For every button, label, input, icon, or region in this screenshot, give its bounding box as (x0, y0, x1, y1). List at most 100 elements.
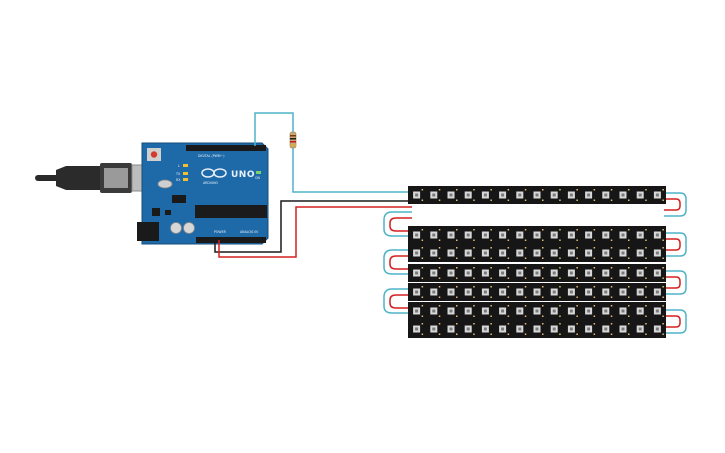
led-die (483, 327, 487, 331)
power-label: POWER (214, 230, 227, 234)
solder-pad (421, 257, 424, 259)
solder-pad (473, 323, 475, 325)
led-strip[interactable] (408, 302, 666, 320)
resistor[interactable] (289, 131, 297, 149)
solder-pad (438, 333, 441, 335)
solder-pad (645, 239, 647, 241)
loop-right-2-data[interactable] (664, 232, 687, 257)
loop-left-2-data[interactable] (383, 249, 412, 275)
loop-left-1-data[interactable] (383, 211, 412, 237)
solder-pad (507, 199, 510, 201)
loop-left-3-data[interactable] (383, 288, 412, 314)
led-die (552, 309, 556, 313)
led-die (604, 271, 608, 275)
solder-pad (490, 286, 492, 288)
solder-pad (576, 257, 578, 259)
solder-pad (473, 296, 475, 298)
loop-right-3-power[interactable] (664, 276, 681, 289)
data-wire-lower[interactable] (292, 148, 412, 193)
solder-pad (610, 286, 613, 288)
solder-pad (473, 277, 475, 279)
solder-pad (473, 247, 475, 249)
led-die (432, 290, 436, 294)
led-die (535, 251, 539, 255)
led-strip[interactable] (408, 320, 666, 338)
loop-left-1-power[interactable] (389, 217, 412, 232)
led-die (587, 309, 591, 313)
led-die (552, 233, 556, 237)
solder-pad (662, 305, 664, 307)
solder-pad (456, 189, 458, 191)
led-die (535, 309, 539, 313)
loop-right-4-data[interactable] (664, 309, 687, 334)
solder-pad (524, 296, 527, 298)
led-die (587, 290, 591, 294)
solder-pad (524, 315, 527, 317)
solder-pad (507, 315, 510, 317)
led-die (518, 233, 522, 237)
led-die (501, 233, 505, 237)
led-die (518, 271, 522, 275)
solder-pad (610, 277, 613, 279)
atmega-chip (195, 205, 267, 218)
solder-pad (490, 277, 492, 279)
digital-header[interactable] (186, 145, 266, 151)
led-strip[interactable] (408, 264, 666, 282)
solder-pad (559, 189, 561, 191)
led-die (569, 327, 573, 331)
led-die (415, 271, 419, 275)
infinity-logo-right (213, 168, 227, 178)
loop-left-3-power[interactable] (389, 294, 412, 309)
solder-pad (438, 296, 441, 298)
dc-jack-icon[interactable] (137, 222, 159, 241)
loop-left-2-power[interactable] (389, 255, 412, 270)
solder-pad (438, 315, 441, 317)
led-die (415, 251, 419, 255)
loop-right-3-data[interactable] (664, 270, 687, 295)
icsp-header (172, 195, 186, 203)
solder-pad (576, 247, 578, 249)
solder-pad (662, 286, 664, 288)
led-die (432, 271, 436, 275)
solder-pad (456, 277, 458, 279)
led-die (518, 193, 522, 197)
solder-pad (438, 247, 441, 249)
solder-pad (507, 229, 510, 231)
solder-pad (662, 229, 664, 231)
power-wire[interactable] (218, 206, 412, 258)
solder-pad (662, 189, 664, 191)
loop-right-4-power[interactable] (664, 315, 681, 328)
led-strip[interactable] (408, 244, 666, 262)
solder-pad (542, 239, 544, 241)
board-logo: UNO (231, 170, 255, 180)
loop-right-2-power[interactable] (664, 238, 681, 251)
led-die (518, 251, 522, 255)
solder-pad (593, 296, 596, 298)
solder-pad (593, 267, 596, 269)
solder-pad (524, 267, 527, 269)
solder-pad (490, 296, 492, 298)
solder-pad (645, 315, 647, 317)
solder-pad (559, 277, 561, 279)
solder-pad (473, 286, 475, 288)
loop-right-1-power[interactable] (664, 198, 681, 211)
solder-pad (628, 277, 630, 279)
rx-label: RX (176, 178, 181, 182)
loop-right-1-data[interactable] (664, 192, 687, 217)
solder-pad (438, 267, 441, 269)
solder-pad (559, 257, 561, 259)
solder-pad (662, 239, 664, 241)
solder-pad (559, 267, 561, 269)
led-strip[interactable] (408, 283, 666, 301)
arduino-uno-board[interactable]: DIGITAL (PWM~) L TX RX UNO ARDUINO ON PO… (137, 142, 269, 245)
led-die (483, 271, 487, 275)
solder-pad (610, 199, 613, 201)
power-analog-header[interactable] (196, 237, 266, 243)
solder-pad (610, 267, 613, 269)
solder-pad (593, 247, 596, 249)
solder-pad (628, 229, 630, 231)
led-strip[interactable] (408, 226, 666, 244)
ground-wire[interactable] (214, 200, 412, 253)
led-strip[interactable] (408, 186, 666, 204)
data-wire-upper[interactable] (254, 112, 294, 146)
